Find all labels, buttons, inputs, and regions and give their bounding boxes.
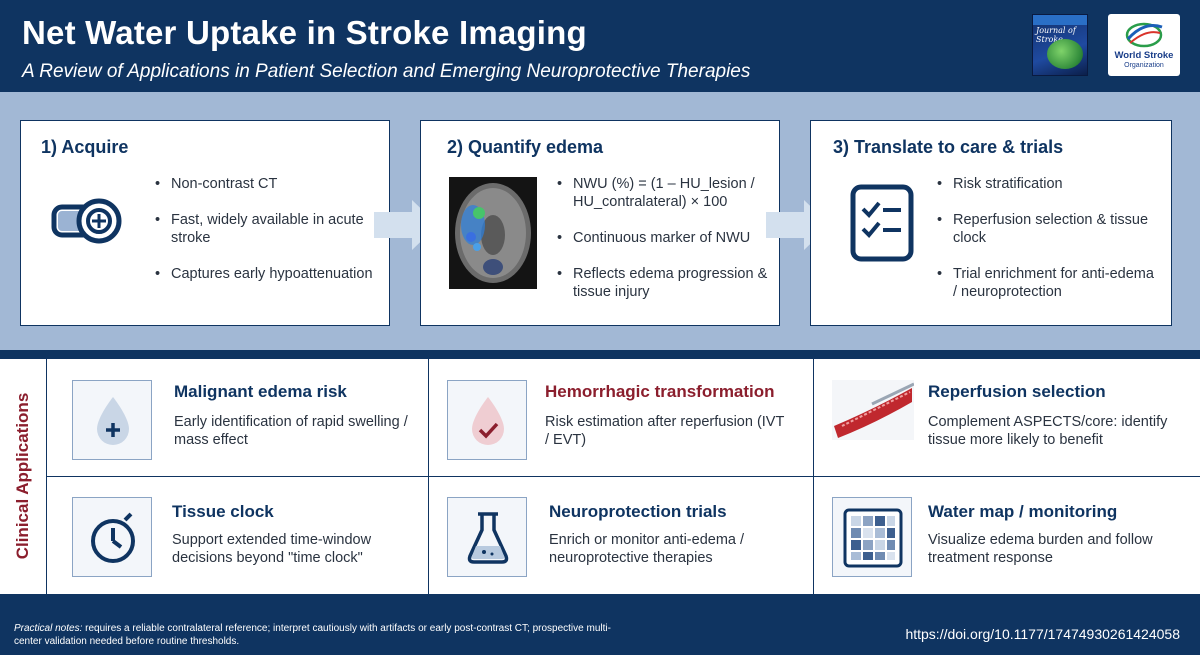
bullet: NWU (%) = (1 – HU_lesion / HU_contralate… <box>555 175 769 211</box>
app-description: Visualize edema burden and follow treatm… <box>928 532 1153 566</box>
grid-map-icon <box>843 508 903 568</box>
vessel-stent-image <box>832 380 914 440</box>
step-title: 3) Translate to care & trials <box>833 137 1064 157</box>
app-title: Reperfusion selection <box>928 382 1106 401</box>
bullet: Fast, widely available in acute stroke <box>153 211 379 247</box>
app-description: Complement ASPECTS/core: identify tissue… <box>928 414 1168 448</box>
page-title: Net Water Uptake in Stroke Imaging <box>22 14 587 51</box>
step-title: 2) Quantify edema <box>447 137 604 157</box>
clinical-applications-label: Clinical Applications <box>0 358 47 595</box>
journal-cover-title: Journal of Stroke <box>1036 26 1076 44</box>
step-acquire: 1) Acquire Non-contrast CT Fast, widely … <box>20 120 390 326</box>
app-title: Water map / monitoring <box>928 502 1118 521</box>
notes-text: requires a reliable contralateral refere… <box>14 623 611 647</box>
page-subtitle: A Review of Applications in Patient Sele… <box>22 61 751 82</box>
blood-drop-check-icon <box>472 397 504 445</box>
bullet: Reperfusion selection & tissue clock <box>935 211 1161 247</box>
app-description: Early identification of rapid swelling /… <box>174 414 408 448</box>
flask-icon <box>467 512 509 564</box>
app-title: Hemorrhagic transformation <box>545 382 775 401</box>
app-reperfusion-selection: Reperfusion selection Complement ASPECTS… <box>814 358 1200 477</box>
practical-notes: Practical notes: requires a reliable con… <box>14 622 634 648</box>
ct-brain-image <box>449 177 537 289</box>
section-label: Clinical Applications <box>13 392 32 560</box>
icon-tile <box>72 380 152 460</box>
drop-plus-icon <box>97 397 129 445</box>
footer <box>0 596 1200 655</box>
logo-line-1: World Stroke <box>1114 50 1174 61</box>
step-quantify-edema: 2) Quantify edema NWU (%) = (1 – HU_lesi… <box>420 120 780 326</box>
app-hemorrhagic-transformation: Hemorrhagic transformation Risk estimati… <box>429 358 814 477</box>
app-description: Enrich or monitor anti-edema / neuroprot… <box>549 532 745 566</box>
stopwatch-icon <box>91 512 135 563</box>
icon-tile <box>832 497 912 577</box>
icon-tile <box>447 497 527 577</box>
app-description: Risk estimation after reperfusion (IVT /… <box>545 414 785 448</box>
step-title: 1) Acquire <box>41 137 129 157</box>
app-title: Neuroprotection trials <box>549 502 727 521</box>
bullet: Continuous marker of NWU <box>555 229 769 247</box>
notes-label: Practical notes: <box>14 623 83 634</box>
bullet: Non-contrast CT <box>153 175 379 193</box>
globe-swoosh-icon <box>1125 22 1163 48</box>
app-tissue-clock: Tissue clock Support extended time-windo… <box>47 477 429 595</box>
logo-line-2: Organization <box>1124 62 1164 69</box>
bullet: Reflects edema progression & tissue inju… <box>555 265 769 301</box>
header <box>0 0 1200 92</box>
bullet: Trial enrichment for anti-edema / neurop… <box>935 265 1161 301</box>
app-title: Tissue clock <box>172 502 274 521</box>
step-translate: 3) Translate to care & trials Risk strat… <box>810 120 1172 326</box>
app-neuroprotection-trials: Neuroprotection trials Enrich or monitor… <box>429 477 814 595</box>
journal-cover-image: Journal of Stroke <box>1032 14 1088 76</box>
icon-tile <box>72 497 152 577</box>
ct-scanner-icon <box>51 198 122 244</box>
app-malignant-edema: Malignant edema risk Early identificatio… <box>47 358 429 477</box>
wso-logo: World Stroke Organization <box>1108 14 1180 76</box>
doi-link[interactable]: https://doi.org/10.1177/1747493026142405… <box>905 626 1180 642</box>
bullet: Captures early hypoattenuation <box>153 265 379 283</box>
app-water-map: Water map / monitoring Visualize edema b… <box>814 477 1200 595</box>
clipboard-checklist-icon <box>850 184 914 262</box>
app-description: Support extended time-window decisions b… <box>172 532 372 566</box>
icon-tile <box>447 380 527 460</box>
bullet: Risk stratification <box>935 175 1161 193</box>
app-title: Malignant edema risk <box>174 382 347 401</box>
